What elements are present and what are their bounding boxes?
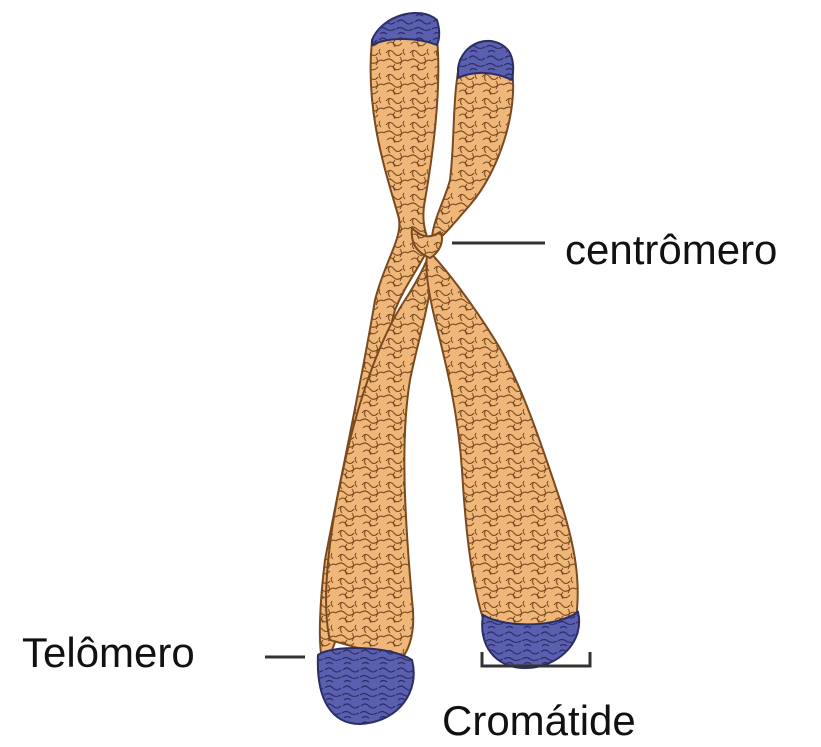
telomere-label: Telômero — [22, 632, 195, 674]
left-bottom-telomere — [318, 648, 414, 724]
centromere-label: centrômero — [565, 229, 777, 271]
right-chromatid-lower — [426, 250, 577, 629]
left-chromatid — [318, 13, 439, 724]
chromatid-label: Cromátide — [442, 700, 636, 742]
right-chromatid — [426, 41, 579, 668]
